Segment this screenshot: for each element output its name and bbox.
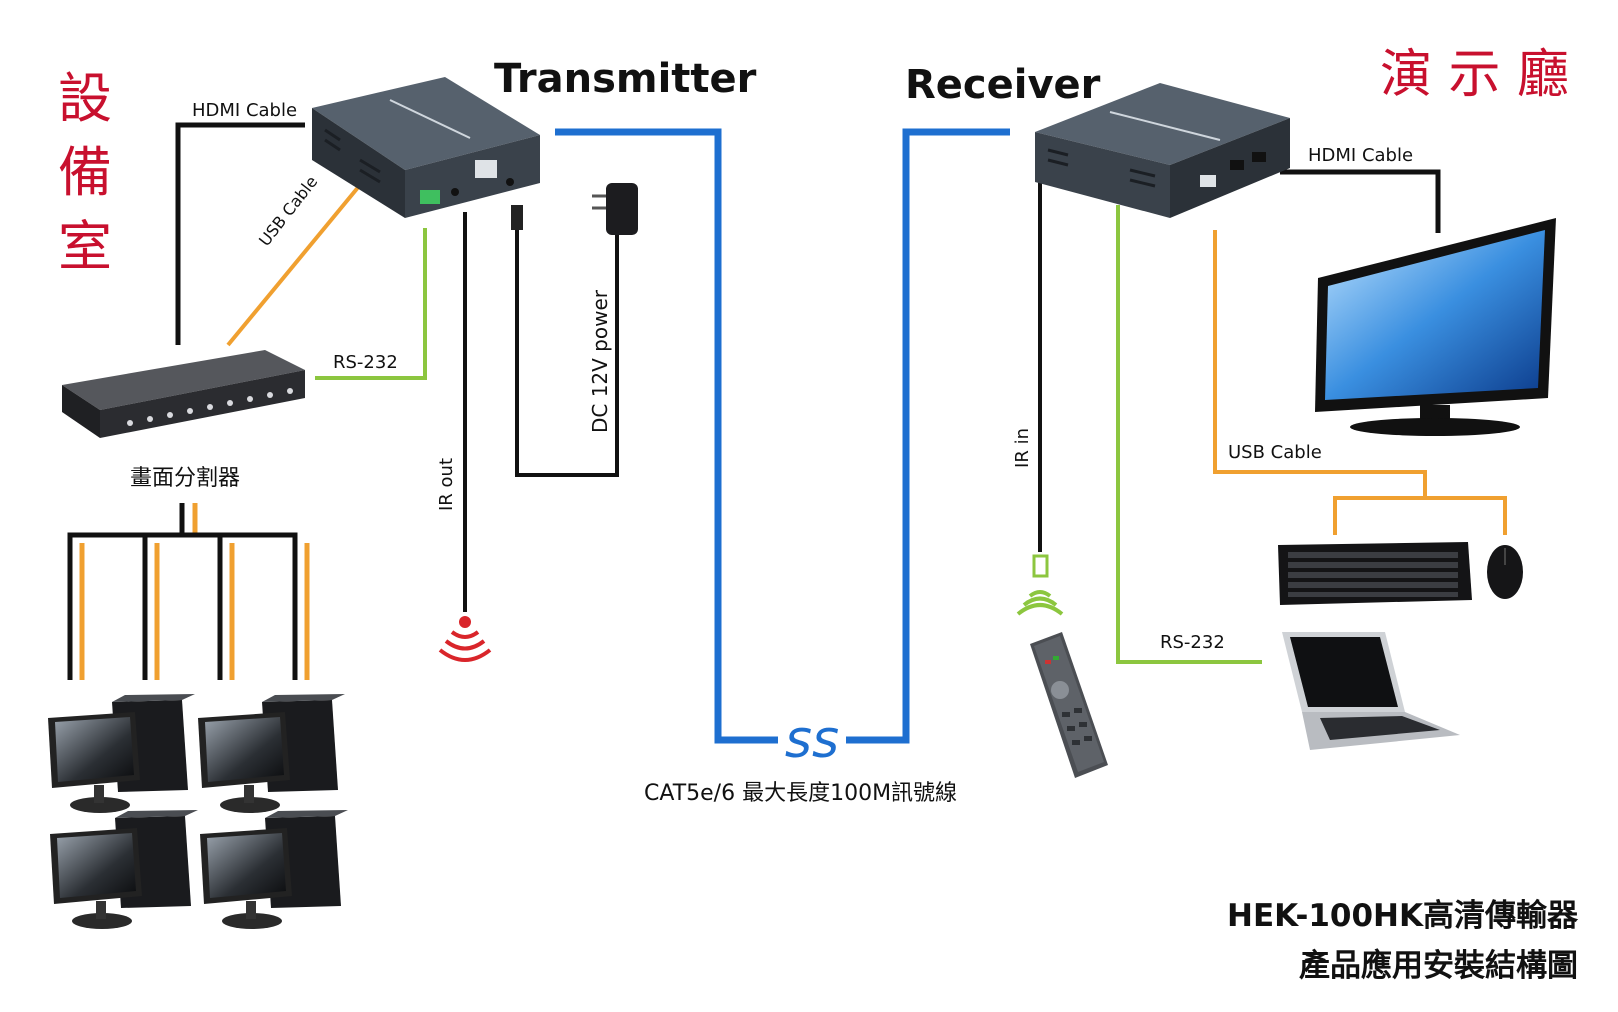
hdmi-cable-left-line [175,122,305,345]
ir-sensor-icon [1016,554,1064,616]
transmitter-device [312,77,540,218]
product-title-line1: HEK-100HK高清傳輸器 [1227,898,1578,934]
rs232-left-line [315,228,427,380]
dc-power-line [515,230,619,477]
product-title-line2: 產品應用安裝結構圖 [1299,948,1578,984]
pc-group [48,694,348,929]
ir-in-label: IR in [1012,428,1033,468]
laptop-icon [1282,632,1460,750]
title-char: 設 [58,67,112,130]
pc-bus-hdmi [67,532,298,680]
transmitter-label: Transmitter [494,56,757,102]
keyboard-icon [1278,542,1472,605]
pc-3 [50,810,198,929]
equipment-room-title: 設 備 室 [58,62,112,284]
dc-power-label: DC 12V power [588,290,612,434]
hdmi-cable-right-label: HDMI Cable [1308,145,1414,166]
receiver-label: Receiver [905,62,1101,108]
mouse-icon [1487,545,1523,599]
ir-out-label: IR out [436,458,457,512]
receiver-device [1035,83,1290,218]
splitter-label: 畫面分割器 [130,466,241,491]
hdmi-cable-right-line [1280,169,1441,233]
title-char: 備 [58,141,112,204]
usb-cable-left-line [226,183,362,347]
cat-cable-label: CAT5e/6 最大長度100M訊號線 [644,781,958,806]
hdmi-cable-left-label: HDMI Cable [192,100,298,121]
title-char: 室 [58,215,112,278]
usb-split [1333,496,1507,535]
pc-4 [200,810,348,929]
screen-splitter-device [62,350,305,438]
power-adapter-icon [511,183,638,235]
rs232-left-label: RS-232 [333,352,398,373]
cat-cable-right [846,128,1010,744]
rs232-right-label: RS-232 [1160,632,1225,653]
presentation-hall-title: 演 示 廳 [1380,45,1570,105]
ir-emitter-icon [438,616,492,662]
usb-cable-right-line [1213,230,1427,498]
monitor-icon [1315,218,1556,436]
remote-control-icon [1030,632,1108,778]
pc-2 [198,694,345,813]
pc-1 [48,694,195,813]
cat-cable-left [555,128,778,744]
cable-break-symbol: ss [785,710,839,770]
rs232-right-line [1116,205,1262,664]
usb-cable-right-label: USB Cable [1228,442,1322,463]
